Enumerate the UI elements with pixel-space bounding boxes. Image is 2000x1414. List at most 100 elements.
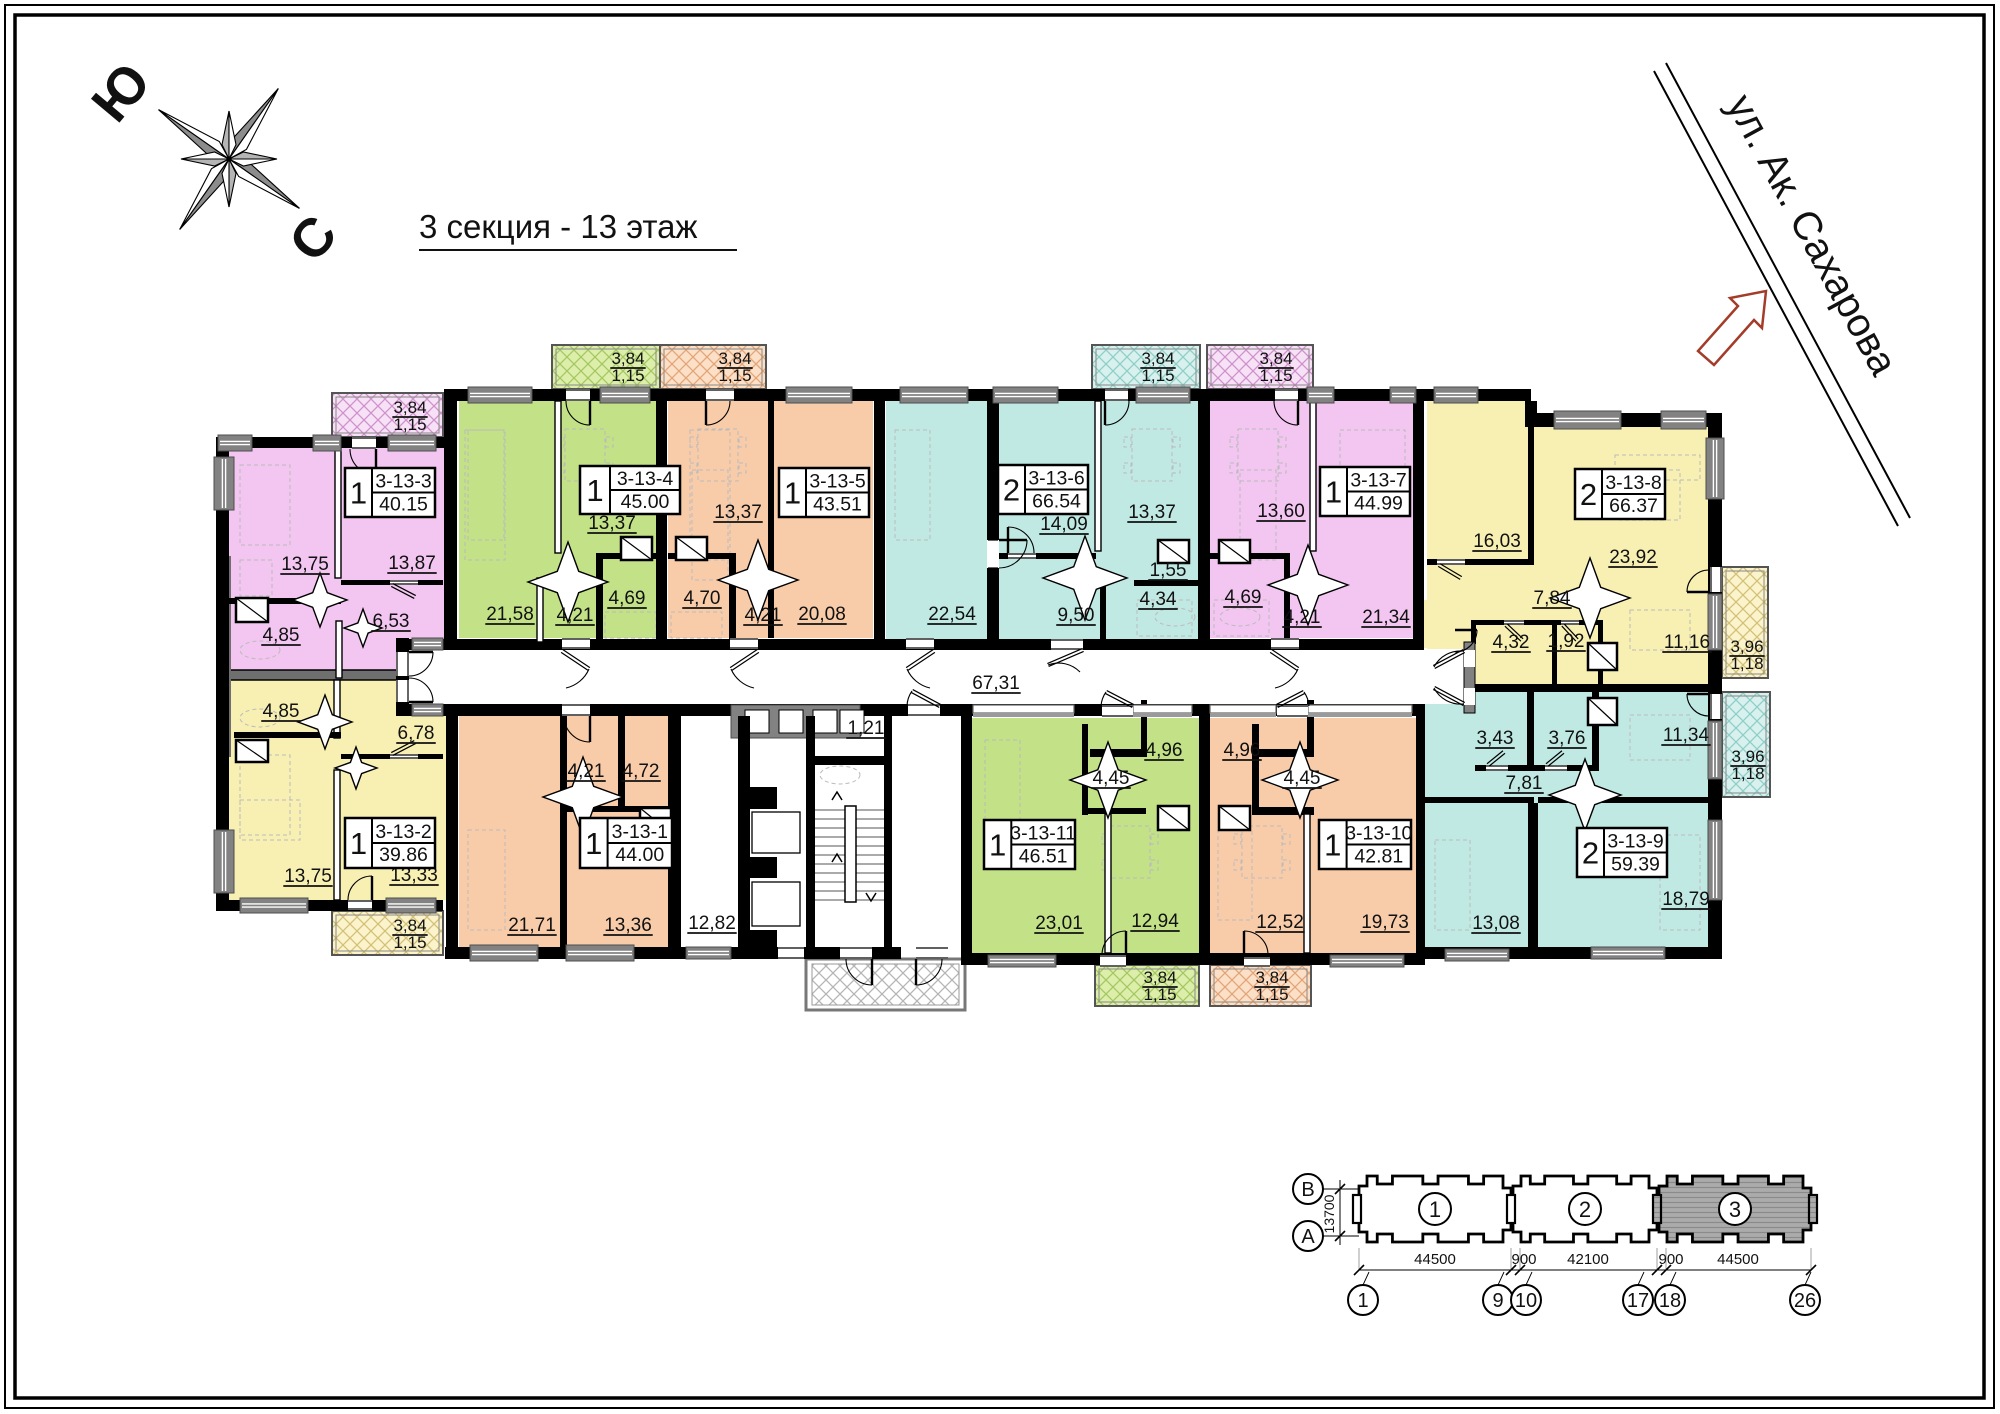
svg-text:7,81: 7,81 — [1506, 773, 1543, 794]
svg-text:13,75: 13,75 — [284, 866, 332, 887]
svg-text:7,84: 7,84 — [1534, 588, 1571, 609]
svg-text:2: 2 — [1003, 473, 1020, 508]
svg-text:1,15: 1,15 — [611, 366, 644, 385]
svg-text:11,16: 11,16 — [1664, 632, 1710, 653]
svg-text:900: 900 — [1511, 1251, 1536, 1268]
svg-text:39.86: 39.86 — [379, 844, 428, 866]
svg-text:13,37: 13,37 — [588, 513, 636, 534]
svg-text:3-13-1: 3-13-1 — [612, 821, 668, 843]
svg-text:1,15: 1,15 — [1143, 985, 1176, 1004]
svg-text:16,03: 16,03 — [1473, 531, 1521, 552]
svg-text:1,92: 1,92 — [1548, 631, 1585, 652]
svg-text:1: 1 — [784, 476, 801, 511]
svg-text:13,60: 13,60 — [1257, 501, 1305, 522]
svg-text:3,84: 3,84 — [1259, 349, 1292, 368]
svg-text:4,85: 4,85 — [263, 701, 300, 722]
svg-text:1: 1 — [586, 473, 603, 508]
svg-text:14,09: 14,09 — [1040, 514, 1088, 535]
svg-text:4,34: 4,34 — [1140, 589, 1177, 610]
svg-text:18,79: 18,79 — [1662, 889, 1710, 910]
svg-text:1,15: 1,15 — [718, 366, 751, 385]
svg-text:10: 10 — [1515, 1290, 1537, 1312]
svg-text:3-13-9: 3-13-9 — [1607, 831, 1663, 853]
svg-text:3-13-6: 3-13-6 — [1028, 468, 1084, 490]
svg-text:3,84: 3,84 — [1141, 349, 1174, 368]
svg-text:4,72: 4,72 — [623, 761, 660, 782]
svg-text:45.00: 45.00 — [621, 491, 670, 513]
svg-text:1: 1 — [1325, 475, 1342, 510]
svg-text:44.99: 44.99 — [1354, 493, 1403, 515]
svg-text:13,75: 13,75 — [281, 554, 329, 575]
svg-text:21,34: 21,34 — [1362, 607, 1410, 628]
svg-text:17: 17 — [1627, 1290, 1649, 1312]
svg-text:3-13-5: 3-13-5 — [809, 471, 866, 493]
svg-text:1,18: 1,18 — [1730, 654, 1763, 673]
svg-text:1: 1 — [350, 476, 367, 511]
svg-text:46.51: 46.51 — [1019, 846, 1068, 868]
svg-text:23,01: 23,01 — [1035, 913, 1083, 934]
svg-text:2: 2 — [1579, 1197, 1591, 1222]
svg-text:3-13-4: 3-13-4 — [617, 468, 674, 490]
svg-text:1,15: 1,15 — [393, 415, 426, 434]
svg-text:13,37: 13,37 — [1128, 502, 1176, 523]
svg-text:1,18: 1,18 — [1731, 764, 1764, 783]
svg-text:11,34: 11,34 — [1663, 725, 1710, 746]
svg-text:13,37: 13,37 — [714, 502, 762, 523]
svg-text:42100: 42100 — [1567, 1251, 1609, 1268]
svg-text:1,15: 1,15 — [1259, 366, 1292, 385]
svg-text:3-13-11: 3-13-11 — [1010, 823, 1076, 845]
svg-text:4,32: 4,32 — [1493, 632, 1530, 653]
svg-text:4,45: 4,45 — [1093, 768, 1130, 789]
svg-text:2: 2 — [1582, 836, 1599, 871]
svg-text:3: 3 — [1729, 1197, 1741, 1222]
svg-text:66.37: 66.37 — [1609, 495, 1658, 517]
svg-text:3,96: 3,96 — [1731, 747, 1764, 766]
svg-text:6,78: 6,78 — [398, 723, 435, 744]
svg-text:4,69: 4,69 — [1225, 587, 1262, 608]
svg-text:42.81: 42.81 — [1354, 846, 1403, 868]
svg-text:1: 1 — [350, 826, 367, 861]
svg-text:21,58: 21,58 — [486, 604, 534, 625]
svg-text:2: 2 — [1580, 477, 1597, 512]
svg-text:44500: 44500 — [1717, 1251, 1759, 1268]
svg-text:3,76: 3,76 — [1549, 728, 1586, 749]
svg-text:3-13-7: 3-13-7 — [1350, 470, 1406, 492]
svg-text:900: 900 — [1658, 1251, 1683, 1268]
svg-text:1: 1 — [1357, 1290, 1368, 1312]
svg-text:3,84: 3,84 — [1143, 968, 1176, 987]
svg-text:4,21: 4,21 — [557, 605, 594, 626]
svg-text:А: А — [1301, 1226, 1315, 1248]
svg-text:66.54: 66.54 — [1032, 491, 1081, 513]
svg-text:43.51: 43.51 — [813, 494, 862, 516]
svg-text:1,15: 1,15 — [393, 933, 426, 952]
svg-text:1,15: 1,15 — [1141, 366, 1174, 385]
svg-text:3-13-2: 3-13-2 — [375, 821, 431, 843]
svg-text:23,92: 23,92 — [1609, 547, 1657, 568]
svg-text:4,96: 4,96 — [1146, 740, 1183, 761]
svg-text:1: 1 — [1429, 1197, 1441, 1222]
svg-text:4,69: 4,69 — [609, 588, 646, 609]
svg-text:59.39: 59.39 — [1611, 854, 1660, 876]
svg-text:3,84: 3,84 — [611, 349, 644, 368]
svg-text:4,96: 4,96 — [1224, 740, 1261, 761]
svg-text:1,15: 1,15 — [1255, 985, 1288, 1004]
svg-text:4,21: 4,21 — [745, 605, 782, 626]
svg-text:13700: 13700 — [1321, 1194, 1337, 1233]
svg-text:19,73: 19,73 — [1361, 912, 1409, 933]
svg-text:3,84: 3,84 — [718, 349, 751, 368]
svg-text:6,53: 6,53 — [373, 611, 410, 632]
svg-text:9,50: 9,50 — [1058, 605, 1095, 626]
svg-text:22,54: 22,54 — [928, 604, 976, 625]
svg-text:44500: 44500 — [1414, 1251, 1456, 1268]
svg-text:4,45: 4,45 — [1284, 768, 1321, 789]
svg-text:3,84: 3,84 — [393, 916, 426, 935]
svg-text:4,70: 4,70 — [684, 588, 721, 609]
svg-text:1: 1 — [1324, 828, 1341, 863]
svg-text:4,21: 4,21 — [1284, 607, 1321, 628]
svg-text:4,21: 4,21 — [568, 761, 605, 782]
svg-text:1: 1 — [989, 828, 1006, 863]
svg-text:13,08: 13,08 — [1472, 913, 1520, 934]
svg-text:1: 1 — [585, 826, 602, 861]
svg-text:26: 26 — [1794, 1290, 1816, 1312]
svg-text:44.00: 44.00 — [615, 844, 664, 866]
